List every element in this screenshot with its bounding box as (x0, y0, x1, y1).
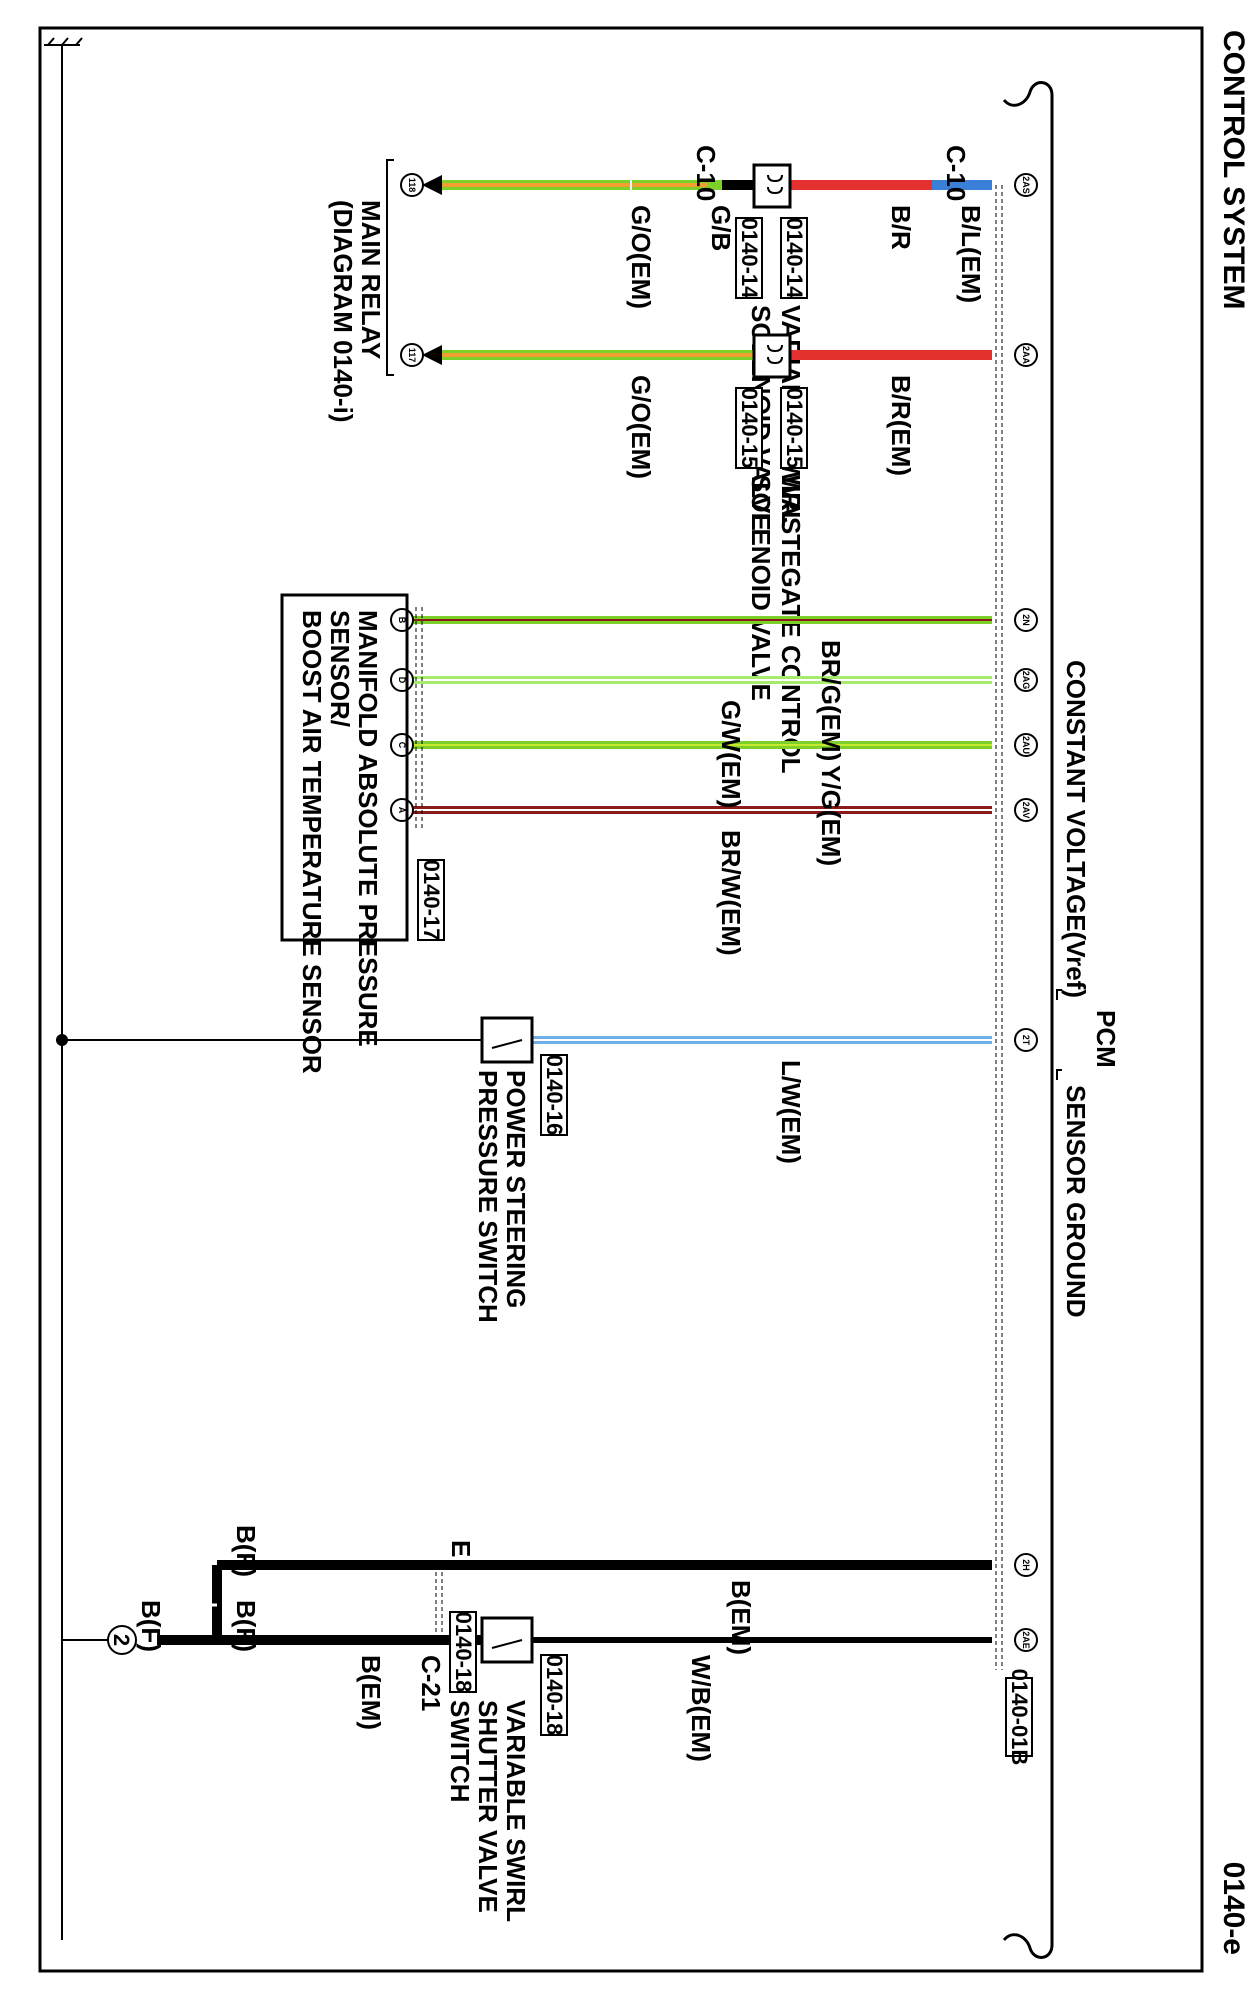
swirl-ref-top: 0140-14 (782, 218, 807, 300)
pcm-pin-2as: 2AS (1021, 176, 1031, 194)
ground-circuit: 2 B(EM) W/B(EM) B(EM) E G C-21 B(F) B(F)… (62, 1525, 992, 1922)
main-relay-label-1: MAIN RELAY (356, 200, 386, 359)
swirl-ref-bottom: 0140-14 (737, 218, 762, 300)
wastegate-ref-top: 0140-15 (782, 388, 807, 469)
main-relay-label-2: (DIAGRAM 0140-i) (328, 200, 358, 422)
wire-bf-1: B(F) (231, 1525, 261, 1577)
shutter-label-1: VARIABLE SWIRL (501, 1700, 531, 1922)
wire-bf-3: B(F) (136, 1600, 166, 1652)
map-label-3: BOOST AIR TEMPERATURE SENSOR (297, 610, 327, 1074)
shutter-ref-bottom: 0140-18 (451, 1612, 476, 1693)
pcm-pin-2h: 2H (1021, 1559, 1031, 1571)
pcm-label: PCM (1091, 1010, 1121, 1068)
wire-br-em: B/R(EM) (886, 375, 916, 476)
wire-brg-em: BR/G(EM) (816, 640, 846, 761)
wastegate-ref-bottom: 0140-15 (737, 388, 762, 469)
sensor-ground-label: SENSOR GROUND (1061, 1085, 1091, 1318)
wire-lw-em: L/W(EM) (776, 1060, 806, 1164)
wire-gb: G/B (706, 205, 736, 251)
page-code: 0140-e (1217, 1862, 1250, 1955)
main-relay: 118 117 MAIN RELAY (DIAGRAM 0140-i) (328, 159, 442, 422)
map-label-1: MANIFOLD ABSOLUTE PRESSURE (353, 610, 383, 1047)
ps-switch-symbol (480, 1016, 534, 1064)
wire-go-em-b: G/O(EM) (626, 375, 656, 479)
ps-switch-circuit: L/W(EM) 0140-16 POWER STEERING PRESSURE … (56, 1016, 992, 1323)
map-sensor-circuit: BR/G(EM) G/W(EM) Y/G(EM) BR/W(EM) B D C … (280, 593, 992, 1074)
wire-yg-em: Y/G(EM) (816, 765, 846, 866)
pin-117: 117 (407, 348, 417, 363)
map-pin-d: D (397, 677, 407, 684)
pcm-pin-2av: 2AV (1021, 802, 1031, 819)
wastegate-circuit: B/R(EM) G/O(EM) 0140-15 0140-15 WASTEGAT… (442, 333, 992, 774)
conn-c21: C-21 (416, 1655, 446, 1711)
wire-br: B/R (886, 205, 916, 250)
map-ref: 0140-17 (419, 860, 444, 941)
pcm-pin-2ae: 2AE (1021, 1631, 1031, 1649)
conn-e: E (446, 1540, 476, 1557)
ps-label-2: PRESSURE SWITCH (473, 1070, 503, 1323)
wire-wb-em: W/B(EM) (686, 1655, 716, 1762)
page-title: CONTROL SYSTEM (1217, 30, 1250, 309)
wastegate-label-1: WASTEGATE CONTROL (776, 475, 806, 774)
wastegate-solenoid-symbol (752, 333, 792, 379)
map-pin-a: A (397, 807, 407, 814)
wastegate-label-2: SOLENOID VALVE (746, 475, 776, 701)
ps-label-1: POWER STEERING (501, 1070, 531, 1308)
wire-bl-em: B/L(EM) (956, 205, 986, 303)
wire-go-em-a: G/O(EM) (626, 205, 656, 309)
shutter-switch-symbol (480, 1616, 534, 1664)
pcm-pin-2aa: 2AA (1021, 346, 1031, 365)
constant-voltage-label: CONSTANT VOLTAGE(Vref) (1061, 660, 1091, 998)
shutter-label-2: SHUTTER VALVE (473, 1700, 503, 1913)
ps-ref: 0140-16 (542, 1055, 567, 1136)
swirl-solenoid-circuit: B/L(EM) C-10 B/R G/B C-10 G/O(EM) 0140-1… (442, 145, 992, 531)
pcm-pin-2au: 2AU (1021, 736, 1031, 754)
swirl-solenoid-symbol (752, 163, 792, 209)
pcm-pin-2t: 2T (1021, 1035, 1031, 1046)
map-label-2: SENSOR/ (325, 610, 355, 727)
pcm-ref-box (1005, 1677, 1033, 1757)
conn-c10-a: C-10 (941, 145, 971, 201)
pcm-ref: 0140-01B (1007, 1669, 1032, 1766)
wire-bf-2: B(F) (231, 1600, 261, 1652)
conn-c10-b: C-10 (691, 145, 721, 201)
chassis-ground-icon (44, 37, 83, 60)
pin-118: 118 (407, 178, 417, 193)
pcm-pins: 2AS 2AA 2N 2AG 2AU 2AV 2T 2H 2AE (1014, 173, 1038, 1652)
shutter-label-3: SWITCH (445, 1700, 475, 1803)
shutter-ref-top: 0140-18 (542, 1655, 567, 1736)
wire-b-em-b: B(EM) (356, 1655, 386, 1730)
map-pin-b: B (397, 617, 407, 624)
wire-brw-em: BR/W(EM) (716, 830, 746, 956)
pcm-pin-2n: 2N (1021, 614, 1031, 626)
page-border (38, 26, 1204, 1973)
map-sensor-box (280, 593, 409, 942)
wire-b-em-a: B(EM) (726, 1580, 756, 1655)
pcm-pin-2ag: 2AG (1021, 671, 1031, 690)
map-pin-c: C (397, 742, 407, 749)
ground-point-2: 2 (109, 1634, 134, 1646)
wire-gw-em: G/W(EM) (716, 700, 746, 808)
